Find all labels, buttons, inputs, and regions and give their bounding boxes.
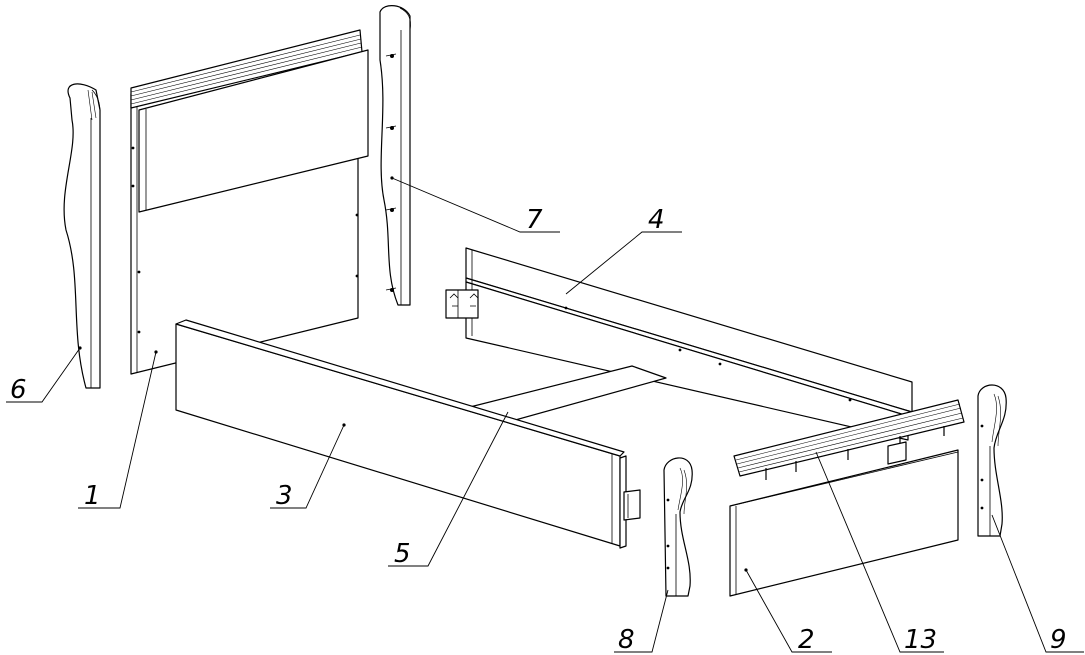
part-3-side-rail bbox=[175, 319, 641, 549]
callout-6: 6 bbox=[6, 347, 81, 405]
callout-7: 7 bbox=[391, 177, 560, 235]
part-2-footboard-panel bbox=[729, 449, 959, 597]
callout-8: 8 bbox=[614, 589, 669, 655]
part-6-left-headboard-leg bbox=[63, 83, 101, 389]
callout-13: 13 bbox=[815, 451, 944, 655]
callout-label-1: 1 bbox=[84, 481, 101, 511]
callout-label-3: 3 bbox=[276, 481, 293, 511]
callout-1: 1 bbox=[78, 351, 157, 511]
callout-label-7: 7 bbox=[526, 205, 543, 235]
part-4-side-rail bbox=[445, 247, 913, 441]
part-9-right-footboard-leg bbox=[977, 384, 1007, 537]
callout-label-2: 2 bbox=[798, 625, 815, 655]
part-8-left-footboard-leg bbox=[663, 457, 693, 597]
callout-label-4: 4 bbox=[648, 205, 665, 235]
callout-4: 4 bbox=[565, 205, 682, 295]
part-1-headboard-panel bbox=[130, 29, 369, 375]
callout-label-8: 8 bbox=[618, 625, 635, 655]
callout-label-6: 6 bbox=[10, 375, 27, 405]
callout-label-9: 9 bbox=[1050, 625, 1067, 655]
callout-3: 3 bbox=[270, 424, 345, 511]
callout-label-13: 13 bbox=[904, 625, 937, 655]
callout-5: 5 bbox=[388, 411, 509, 569]
part-7-right-headboard-leg bbox=[379, 5, 411, 306]
callout-2: 2 bbox=[745, 569, 832, 655]
part-13-footboard-crown bbox=[733, 399, 965, 480]
callout-9: 9 bbox=[991, 514, 1084, 655]
callout-label-5: 5 bbox=[394, 539, 411, 569]
